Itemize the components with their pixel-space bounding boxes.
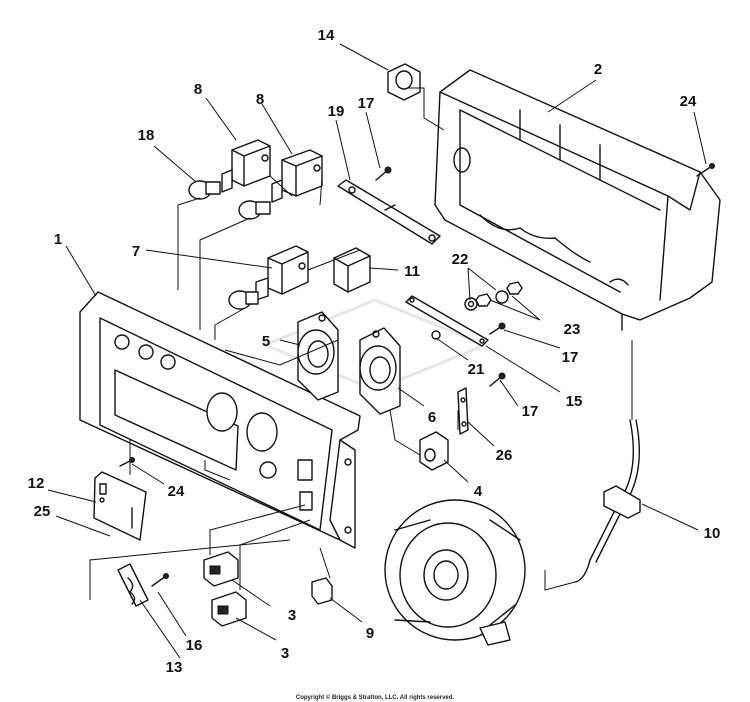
circuit-board <box>93 471 147 541</box>
callout-24-top: 24 <box>680 93 697 110</box>
alternator-housing <box>384 499 526 646</box>
grommet <box>387 63 421 101</box>
callout-leaders <box>47 43 707 659</box>
screw-strap <box>489 372 506 387</box>
callout-15: 15 <box>566 393 583 410</box>
callout-9: 9 <box>366 625 374 642</box>
screw-busbar <box>489 322 506 335</box>
ground-strap <box>457 387 469 435</box>
clip-bracket <box>117 563 149 607</box>
callout-13: 13 <box>166 659 183 676</box>
mounting-bracket <box>337 179 441 245</box>
callout-17-top: 17 <box>358 95 375 112</box>
receptacle-left <box>297 311 339 401</box>
callout-22: 22 <box>452 251 469 268</box>
circuit-breaker-right <box>271 149 323 203</box>
callout-3-upper: 3 <box>288 607 296 624</box>
callout-3-lower: 3 <box>281 645 289 662</box>
control-box-housing <box>434 69 721 331</box>
fuse-holder <box>419 431 449 471</box>
screw-housing <box>696 163 715 177</box>
control-panel <box>79 291 361 549</box>
callout-1: 1 <box>54 231 62 248</box>
routing-lines <box>89 87 576 600</box>
callout-8-right: 8 <box>256 91 264 108</box>
callout-17-lower: 17 <box>522 403 539 420</box>
callout-10: 10 <box>704 525 721 542</box>
switch-upper <box>203 551 239 587</box>
callout-12: 12 <box>28 475 45 492</box>
circuit-breaker-main <box>255 245 309 301</box>
screw-small <box>431 330 441 340</box>
callout-7: 7 <box>132 243 140 260</box>
callout-17-middle: 17 <box>562 349 579 366</box>
callout-16: 16 <box>186 637 203 654</box>
bus-bar <box>405 295 489 347</box>
copyright-notice: Copyright © Briggs & Stratton, LLC. All … <box>296 694 455 701</box>
callout-18: 18 <box>138 127 155 144</box>
breaker-boot-2 <box>238 200 271 220</box>
callout-23: 23 <box>564 321 581 338</box>
callout-21: 21 <box>468 361 485 378</box>
callout-8-left: 8 <box>194 81 202 98</box>
wiring-harness <box>574 340 641 583</box>
callout-11: 11 <box>404 263 420 280</box>
receptacle-right <box>359 327 401 415</box>
callout-24-board: 24 <box>168 483 185 500</box>
callout-14: 14 <box>318 27 335 44</box>
screw-bracket <box>375 166 392 181</box>
callout-19: 19 <box>328 103 345 120</box>
callout-2: 2 <box>594 61 602 78</box>
circuit-breaker-left <box>221 139 271 193</box>
breaker-boot-1 <box>188 180 221 200</box>
callout-labels: 1 2 3 3 4 5 6 7 8 8 9 10 11 12 13 14 15 … <box>28 27 721 676</box>
callout-25: 25 <box>34 503 51 520</box>
switch-cover <box>311 577 333 605</box>
idle-control-module <box>333 247 371 293</box>
callout-26: 26 <box>496 447 513 464</box>
screw-clip <box>151 573 169 587</box>
switch-lower <box>211 591 247 627</box>
washer-nut-set <box>464 281 523 311</box>
callout-5: 5 <box>262 333 270 350</box>
callout-6: 6 <box>428 409 436 426</box>
breaker-boot-3 <box>228 290 259 310</box>
callout-4: 4 <box>474 483 483 500</box>
